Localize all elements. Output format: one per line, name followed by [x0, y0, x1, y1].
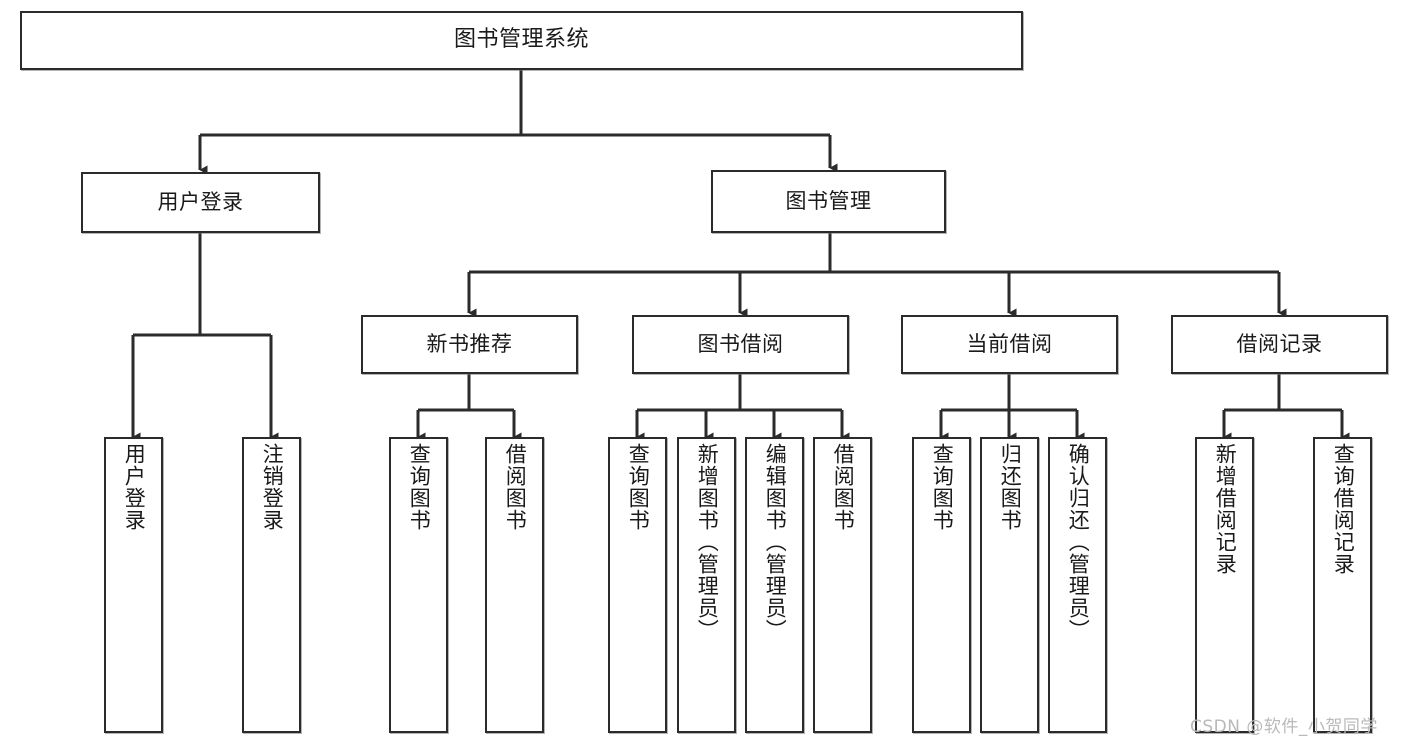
node-borrow-record-label: 借阅记录 [1236, 331, 1323, 356]
node-leaf-query-book-1[interactable]: 查询图书 [389, 437, 448, 733]
node-book-management-label: 图书管理 [785, 188, 872, 213]
node-leaf-logout-label: 注销登录 [260, 443, 285, 531]
node-leaf-borrow-book-1-label: 借阅图书 [503, 443, 528, 531]
node-leaf-return-book-label: 归还图书 [998, 443, 1023, 531]
node-book-borrow-label: 图书借阅 [697, 331, 784, 356]
node-leaf-add-book-label: 新增图书（管理员） [695, 443, 720, 641]
node-leaf-query-book-2[interactable]: 查询图书 [608, 437, 667, 733]
node-leaf-query-record-label: 查询借阅记录 [1331, 443, 1356, 575]
node-user-login-label: 用户登录 [157, 189, 244, 214]
node-leaf-query-book-3[interactable]: 查询图书 [912, 437, 971, 733]
node-leaf-add-record[interactable]: 新增借阅记录 [1195, 437, 1254, 733]
node-leaf-user-login[interactable]: 用户登录 [104, 437, 163, 733]
node-leaf-query-book-2-label: 查询图书 [626, 443, 651, 531]
node-user-login[interactable]: 用户登录 [81, 172, 320, 233]
node-leaf-borrow-book-1[interactable]: 借阅图书 [485, 437, 544, 733]
node-new-book-recommend-label: 新书推荐 [426, 331, 513, 356]
node-book-management[interactable]: 图书管理 [711, 170, 946, 233]
node-leaf-return-book[interactable]: 归还图书 [980, 437, 1039, 733]
node-borrow-record[interactable]: 借阅记录 [1171, 315, 1388, 374]
node-root-label: 图书管理系统 [453, 27, 589, 53]
node-book-borrow[interactable]: 图书借阅 [632, 315, 849, 374]
node-leaf-query-record[interactable]: 查询借阅记录 [1313, 437, 1372, 733]
node-root[interactable]: 图书管理系统 [20, 11, 1023, 70]
node-leaf-user-login-label: 用户登录 [122, 443, 147, 531]
node-leaf-query-book-1-label: 查询图书 [407, 443, 432, 531]
node-leaf-logout[interactable]: 注销登录 [242, 437, 301, 733]
node-leaf-borrow-book-2-label: 借阅图书 [831, 443, 856, 531]
node-leaf-edit-book[interactable]: 编辑图书（管理员） [745, 437, 804, 733]
node-current-borrow-label: 当前借阅 [966, 331, 1053, 356]
node-leaf-add-record-label: 新增借阅记录 [1213, 443, 1238, 575]
node-leaf-query-book-3-label: 查询图书 [930, 443, 955, 531]
node-leaf-borrow-book-2[interactable]: 借阅图书 [813, 437, 872, 733]
node-leaf-confirm-return[interactable]: 确认归还（管理员） [1048, 437, 1107, 733]
watermark-text: CSDN @软件_小贺同学 [1190, 717, 1378, 737]
node-leaf-add-book[interactable]: 新增图书（管理员） [677, 437, 736, 733]
node-current-borrow[interactable]: 当前借阅 [901, 315, 1118, 374]
node-new-book-recommend[interactable]: 新书推荐 [361, 315, 578, 374]
node-leaf-edit-book-label: 编辑图书（管理员） [763, 443, 788, 641]
node-leaf-confirm-return-label: 确认归还（管理员） [1066, 443, 1091, 641]
